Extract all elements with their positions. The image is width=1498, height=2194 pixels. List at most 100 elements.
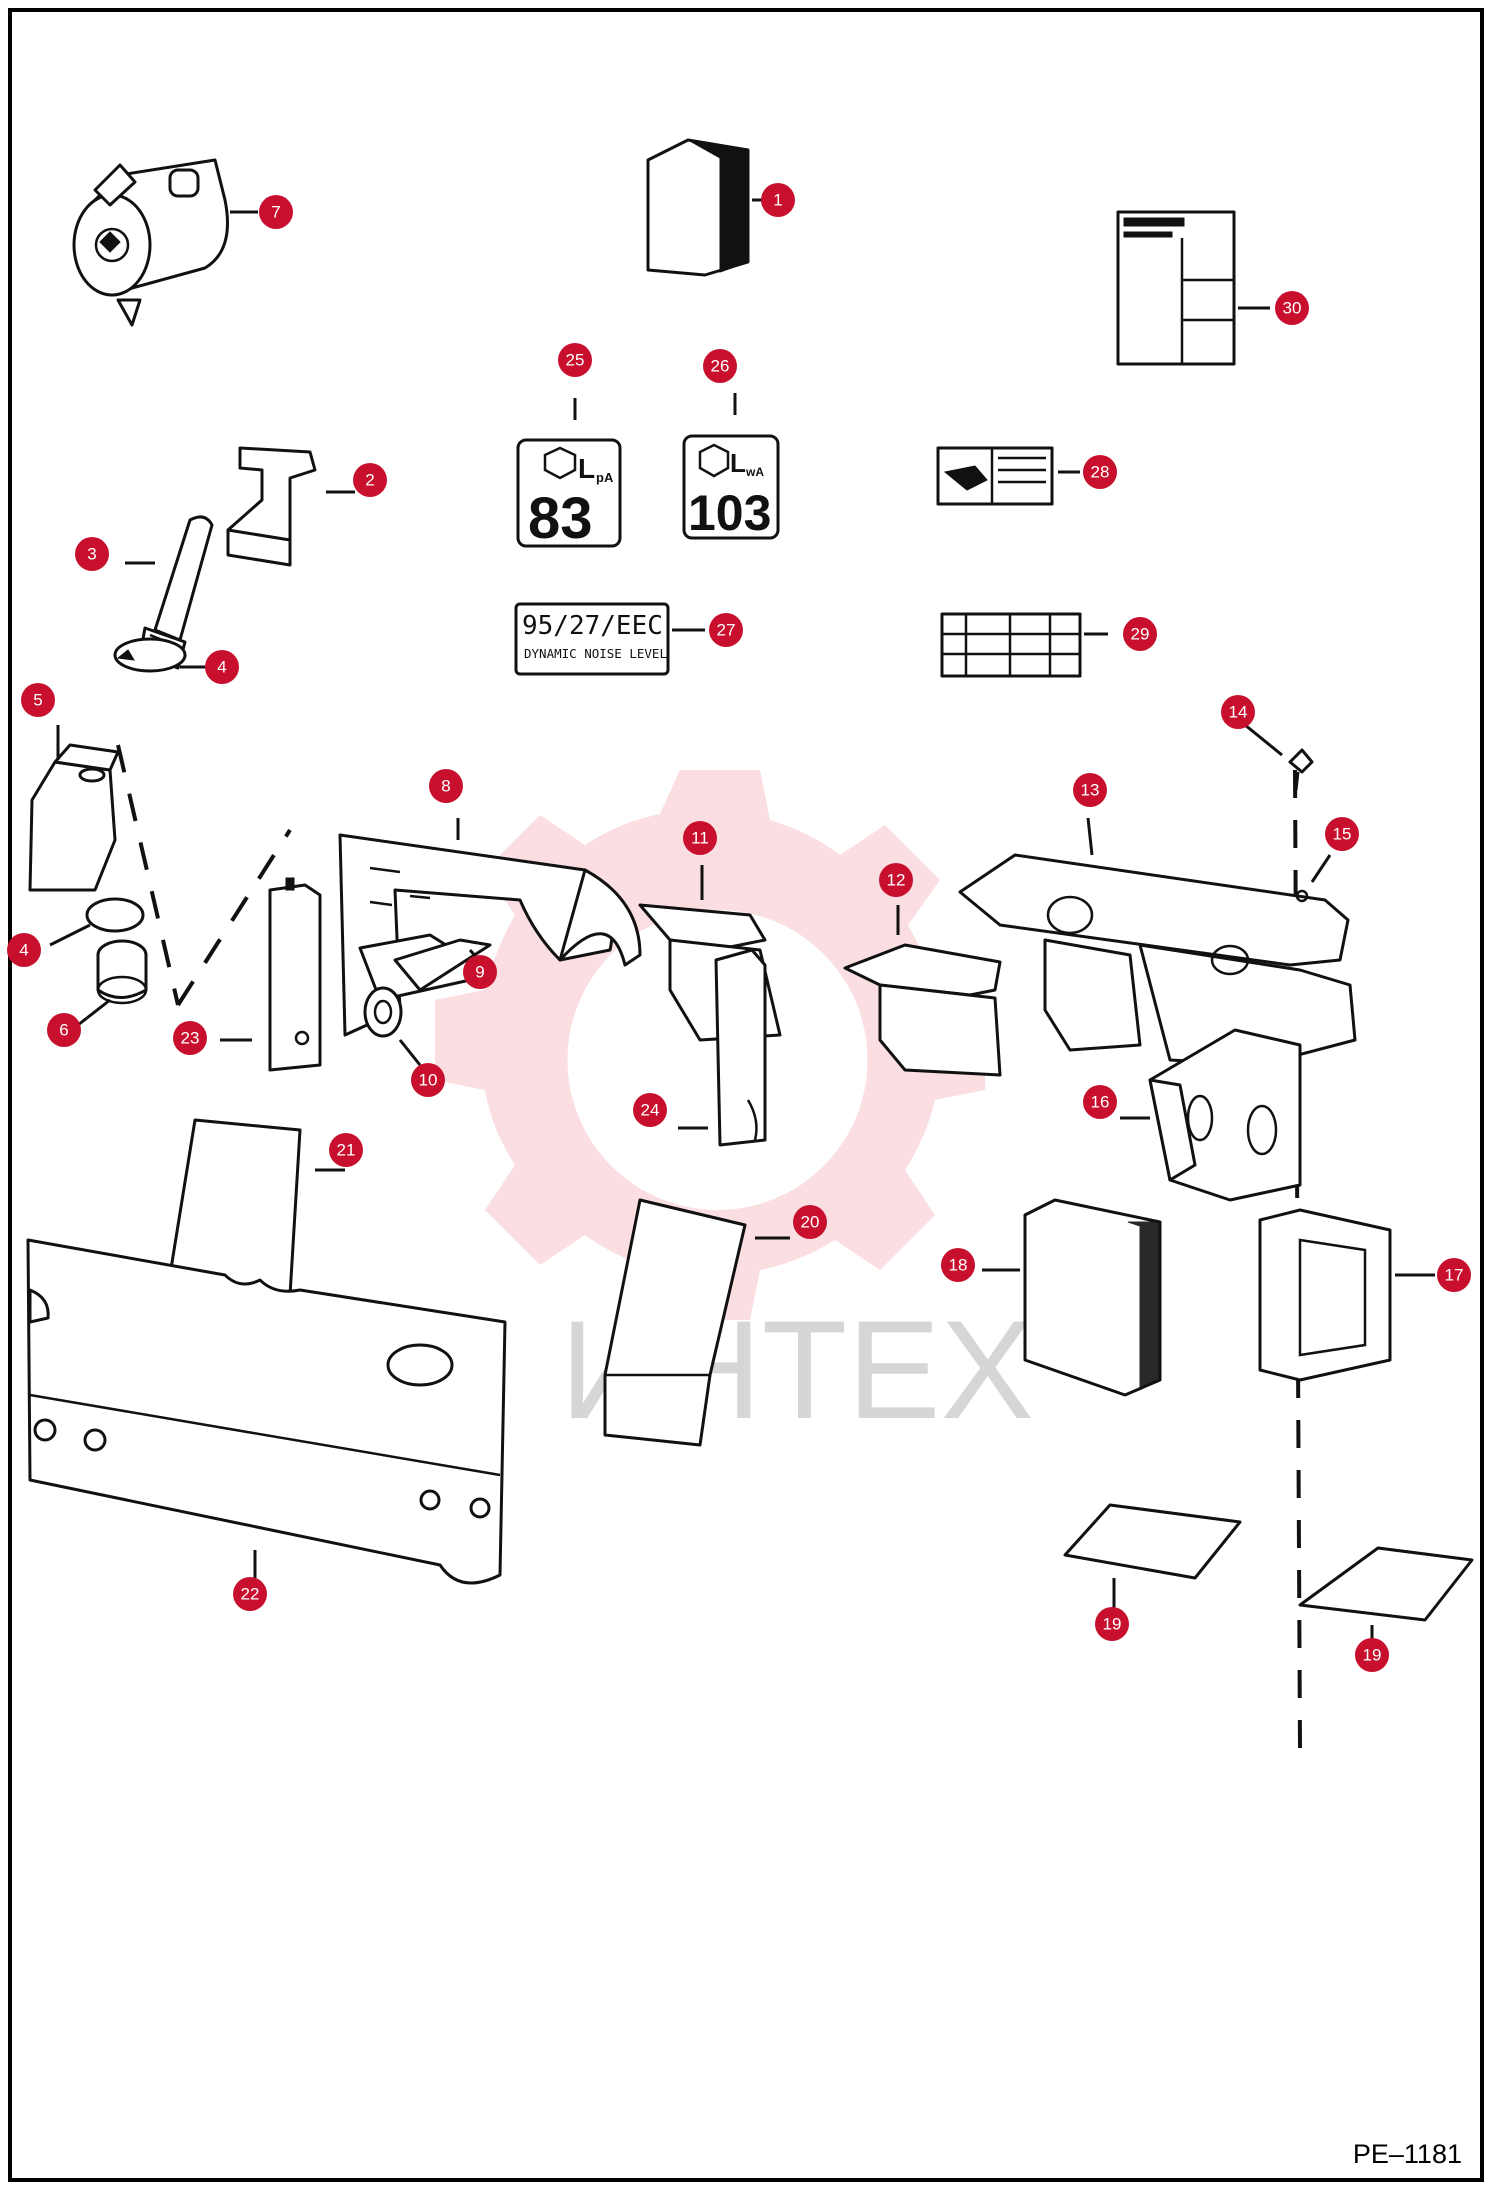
part-4-hose-clamp-lower (85, 897, 145, 933)
callout-circle (1325, 817, 1359, 851)
callout-circle (1095, 1607, 1129, 1641)
callout-circle (7, 933, 41, 967)
part-19-pad-right (1298, 1546, 1474, 1622)
callout-21: 21 (329, 1133, 363, 1167)
callout-20: 20 (793, 1205, 827, 1239)
callout-circle (463, 955, 497, 989)
part-9-arm (393, 938, 492, 992)
callout-4a: 4 (205, 650, 239, 684)
callout-circle (429, 769, 463, 803)
callout-number: 18 (949, 1256, 968, 1275)
callout-28: 28 (1083, 455, 1117, 489)
callout-markers: 1234456789101112131415161718191920212223… (7, 183, 1471, 1672)
callout-number: 16 (1091, 1093, 1110, 1112)
callout-circle (1083, 1085, 1117, 1119)
part-28-warning-decal (936, 446, 1054, 506)
callout-number: 26 (711, 357, 730, 376)
part-10-pulley (363, 986, 403, 1038)
part-25-lpa-decal: L pA 83 (516, 438, 622, 551)
part-14-bolt (1288, 748, 1314, 791)
part-23-post (268, 877, 322, 1072)
callout-circle (259, 195, 293, 229)
callout-circle (21, 683, 55, 717)
part-6-coupling (96, 939, 148, 1005)
callout-number: 30 (1283, 299, 1302, 318)
callout-number: 23 (181, 1029, 200, 1048)
part-22-long-panel (26, 1238, 507, 1585)
callout-number: 13 (1081, 781, 1100, 800)
callout-circle (1083, 455, 1117, 489)
callout-circle (683, 821, 717, 855)
callout-14: 14 (1221, 695, 1255, 729)
callout-number: 7 (271, 203, 280, 222)
callout-number: 6 (59, 1021, 68, 1040)
callout-1: 1 (761, 183, 795, 217)
callout-circle (75, 537, 109, 571)
callout-number: 4 (19, 941, 28, 960)
callout-25: 25 (558, 343, 592, 377)
callout-number: 5 (33, 691, 42, 710)
part-20-angled-panel (603, 1198, 747, 1447)
part-5-housing (28, 743, 120, 892)
callout-circle (411, 1063, 445, 1097)
part-15-fastener (1295, 889, 1309, 903)
part-30-manual (1116, 210, 1236, 366)
callout-10: 10 (411, 1063, 445, 1097)
callout-circle (1221, 695, 1255, 729)
callout-circle (558, 343, 592, 377)
callout-number: 21 (337, 1141, 356, 1160)
callout-4b: 4 (7, 933, 41, 967)
part-12-block (843, 943, 1002, 1077)
part-18-pad-block (1023, 1198, 1162, 1397)
callout-5: 5 (21, 683, 55, 717)
callout-circle (709, 613, 743, 647)
callout-number: 4 (217, 658, 226, 677)
part-16-mount (1148, 1028, 1302, 1202)
callout-circle (329, 1133, 363, 1167)
part-27-eec-decal: 95/27/EEC DYNAMIC NOISE LEVEL (514, 602, 670, 676)
lwa-value: 103 (688, 485, 771, 541)
callout-number: 25 (566, 351, 585, 370)
callout-22: 22 (233, 1577, 267, 1611)
lpa-value: 83 (528, 486, 593, 551)
callout-17: 17 (1437, 1258, 1471, 1292)
callout-circle (47, 1013, 81, 1047)
callout-number: 11 (691, 829, 709, 848)
callout-number: 8 (441, 777, 450, 796)
callout-number: 1 (773, 191, 782, 210)
part-1-filter-element (646, 138, 750, 277)
part-26-lwa-decal: L wA 103 (682, 434, 780, 541)
eec-line2: DYNAMIC NOISE LEVEL (524, 646, 667, 661)
callout-number: 20 (801, 1213, 820, 1232)
callout-11: 11 (683, 821, 717, 855)
callout-number: 14 (1229, 703, 1248, 722)
callout-circle (173, 1021, 207, 1055)
callout-number: 9 (475, 963, 484, 982)
callout-number: 19 (1363, 1646, 1382, 1665)
callout-13: 13 (1073, 773, 1107, 807)
callout-circle (1355, 1638, 1389, 1672)
callout-circle (1073, 773, 1107, 807)
callout-7: 7 (259, 195, 293, 229)
callout-9: 9 (463, 955, 497, 989)
callout-circle (1275, 291, 1309, 325)
callout-number: 22 (241, 1585, 260, 1604)
callout-number: 27 (717, 621, 736, 640)
callout-2: 2 (353, 463, 387, 497)
callout-26: 26 (703, 349, 737, 383)
part-19-pad-left (1063, 1503, 1242, 1580)
part-24-baffle-post (714, 948, 767, 1147)
callout-circle (1437, 1258, 1471, 1292)
part-2-bracket (226, 446, 317, 567)
callout-number: 17 (1445, 1266, 1464, 1285)
callout-circle (941, 1248, 975, 1282)
callout-circle (879, 863, 913, 897)
part-7-air-cleaner (72, 158, 229, 327)
part-13-main-frame (958, 853, 1357, 1067)
callout-circle (233, 1577, 267, 1611)
callout-circle (633, 1093, 667, 1127)
callout-number: 10 (419, 1071, 438, 1090)
callout-12: 12 (879, 863, 913, 897)
callout-6: 6 (47, 1013, 81, 1047)
